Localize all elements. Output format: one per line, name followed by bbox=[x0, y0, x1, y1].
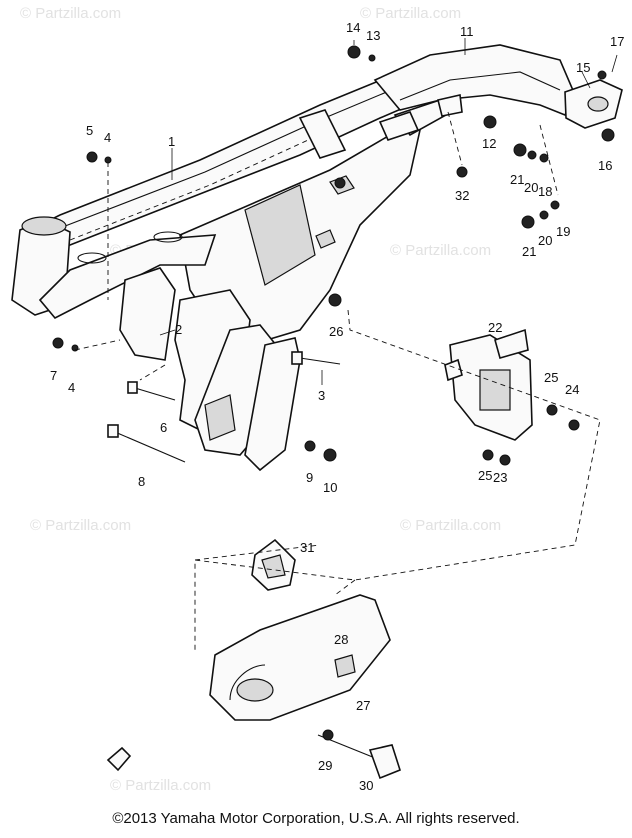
callout-22: 22 bbox=[488, 320, 502, 335]
callout-31: 31 bbox=[300, 540, 314, 555]
callout-4: 4 bbox=[104, 130, 111, 145]
callout-14: 14 bbox=[346, 20, 360, 35]
callout-30: 30 bbox=[359, 778, 373, 793]
watermark: © Partzilla.com bbox=[20, 5, 121, 22]
callout-4: 4 bbox=[68, 380, 75, 395]
chain-case[interactable] bbox=[209, 594, 391, 721]
callout-25: 25 bbox=[478, 468, 492, 483]
callout-21: 21 bbox=[522, 244, 536, 259]
watermark: © Partzilla.com bbox=[400, 517, 501, 534]
tail-bracket[interactable] bbox=[564, 79, 623, 129]
callout-6: 6 bbox=[160, 420, 167, 435]
callout-20: 20 bbox=[524, 180, 538, 195]
callout-12: 12 bbox=[482, 136, 496, 151]
callout-13: 13 bbox=[366, 28, 380, 43]
callout-32: 32 bbox=[455, 188, 469, 203]
callout-11: 11 bbox=[460, 24, 474, 39]
callout-3: 3 bbox=[318, 388, 325, 403]
small-parts bbox=[106, 746, 132, 772]
callout-20: 20 bbox=[538, 233, 552, 248]
copyright-notice: ©2013 Yamaha Motor Corporation, U.S.A. A… bbox=[112, 810, 520, 827]
callout-23: 23 bbox=[493, 470, 507, 485]
callout-5: 5 bbox=[86, 123, 93, 138]
callout-21: 21 bbox=[510, 172, 524, 187]
callout-29: 29 bbox=[318, 758, 332, 773]
callout-28: 28 bbox=[334, 632, 348, 647]
callout-1: 1 bbox=[168, 134, 175, 149]
callout-8: 8 bbox=[138, 474, 145, 489]
guide-lines bbox=[74, 111, 601, 650]
watermark: © Partzilla.com bbox=[30, 517, 131, 534]
callout-24: 24 bbox=[565, 382, 579, 397]
rear-fender[interactable] bbox=[373, 44, 576, 117]
callout-18: 18 bbox=[538, 184, 552, 199]
watermark: © Partzilla.com bbox=[360, 5, 461, 22]
callout-labels: 1 2 3 4 4 5 6 7 8 9 10 11 12 13 14 15 16… bbox=[50, 20, 624, 793]
callout-2: 2 bbox=[175, 322, 182, 337]
main-frame[interactable] bbox=[11, 54, 482, 472]
watermark: © Partzilla.com bbox=[110, 777, 211, 794]
callout-15: 15 bbox=[576, 60, 590, 75]
callout-7: 7 bbox=[50, 368, 57, 383]
leader-lines bbox=[159, 38, 618, 385]
battery-bracket[interactable] bbox=[444, 328, 533, 441]
fasteners bbox=[52, 45, 615, 780]
callout-9: 9 bbox=[306, 470, 313, 485]
callout-10: 10 bbox=[323, 480, 337, 495]
watermark: © Partzilla.com bbox=[390, 242, 491, 259]
callout-25: 25 bbox=[544, 370, 558, 385]
chain-guide-bracket[interactable] bbox=[251, 538, 296, 591]
callout-26: 26 bbox=[329, 324, 343, 339]
callout-16: 16 bbox=[598, 158, 612, 173]
callout-19: 19 bbox=[556, 224, 570, 239]
callout-27: 27 bbox=[356, 698, 370, 713]
callout-17: 17 bbox=[610, 34, 624, 49]
